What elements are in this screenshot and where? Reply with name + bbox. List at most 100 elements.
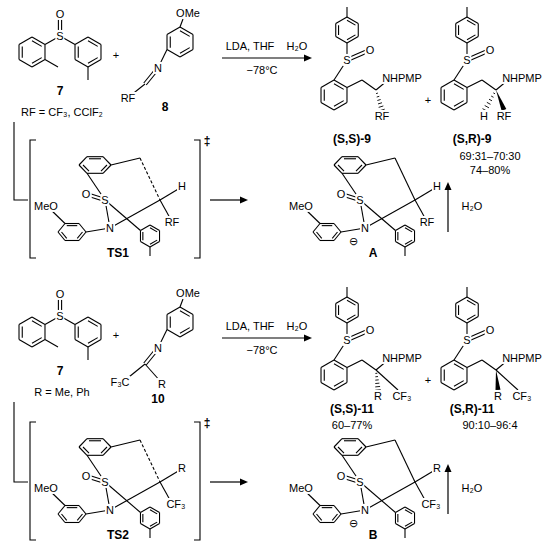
hashed-bond	[376, 93, 378, 95]
ring-bond	[454, 103, 467, 111]
compound-number: TS1	[106, 247, 130, 260]
ring-double-bond	[101, 165, 107, 171]
atom-label: O	[365, 44, 376, 56]
atom-label: ⊖	[348, 235, 359, 247]
ring-bond	[478, 304, 479, 317]
ring-bond	[347, 297, 358, 304]
atom-label: RF	[120, 92, 137, 104]
atom-label: MeO	[33, 200, 59, 212]
ring-bond	[320, 368, 321, 383]
atom-label: −78°C	[245, 64, 278, 76]
ring-double-bond	[88, 338, 98, 344]
reaction-arrow	[210, 199, 242, 200]
atom-label: CF₃	[165, 498, 186, 510]
hashed-bond	[377, 99, 380, 101]
atom-label: ⊖	[348, 517, 359, 529]
ring-bond	[441, 360, 454, 368]
ring-double-bond	[454, 381, 464, 387]
ring-double-bond	[344, 158, 356, 159]
ring-bond	[441, 383, 454, 391]
ring-bond	[342, 455, 358, 456]
reaction-arrow	[222, 57, 306, 58]
ring-double-bond	[334, 364, 344, 370]
ring-bond	[342, 438, 358, 439]
atom-label: S	[355, 194, 364, 206]
ring-bond	[180, 50, 193, 58]
ring-double-bond	[32, 321, 42, 327]
ring-bond	[32, 340, 45, 348]
ring-bond	[88, 317, 101, 325]
hashed-bond	[485, 105, 489, 107]
ring-bond	[358, 304, 359, 317]
ring-double-bond	[405, 240, 412, 244]
bond-line	[180, 299, 183, 307]
compound-number: ‡	[203, 417, 212, 430]
ring-bond	[467, 297, 478, 304]
hashed-bond	[491, 96, 493, 97]
atom-label: O	[55, 8, 66, 20]
bond-line	[111, 440, 140, 447]
ring-bond	[103, 439, 111, 447]
bond-line	[362, 360, 376, 370]
arrow-head	[445, 464, 452, 472]
bond-line	[366, 440, 395, 447]
ring-double-bond	[88, 41, 98, 47]
hashed-bond	[375, 386, 380, 387]
ring-bond	[32, 317, 45, 325]
atom-label: S	[462, 54, 471, 66]
ring-double-bond	[88, 321, 98, 327]
atom-label: O	[81, 470, 92, 482]
compound-number: 7	[56, 85, 65, 98]
ring-bond	[159, 231, 160, 242]
ring-double-bond	[180, 31, 190, 37]
ring-bond	[180, 330, 193, 338]
ring-bond	[395, 507, 405, 513]
atom-label: F₃C	[109, 376, 130, 388]
ring-bond	[455, 304, 456, 317]
hashed-bond	[377, 96, 380, 98]
ring-double-bond	[467, 300, 475, 305]
bond-line	[496, 370, 518, 390]
ring-bond	[334, 103, 347, 111]
bond-line	[404, 247, 405, 256]
ring-bond	[358, 439, 366, 447]
ring-double-bond	[170, 36, 171, 47]
ring-double-bond	[467, 35, 475, 40]
ring-bond	[19, 60, 32, 68]
ring-double-bond	[62, 514, 67, 520]
bond-line	[482, 80, 496, 90]
atom-label: RF	[496, 110, 513, 122]
ring-bond	[320, 88, 321, 103]
atom-label: R	[373, 390, 383, 402]
ring-bond	[455, 24, 456, 37]
ring-double-bond	[397, 232, 398, 240]
ring-bond	[405, 524, 415, 530]
ring-double-bond	[347, 20, 355, 25]
ring-bond	[65, 505, 79, 506]
atom-label: N	[105, 222, 115, 234]
bond-line	[45, 340, 58, 348]
ring-double-bond	[458, 25, 459, 35]
bond-line	[366, 158, 395, 165]
ring-bond	[100, 45, 101, 60]
ring-bond	[58, 232, 65, 240]
ring-double-bond	[444, 369, 445, 380]
bracket	[194, 422, 200, 540]
bond-line	[395, 158, 415, 200]
ring-bond	[150, 524, 160, 530]
ring-double-bond	[32, 338, 42, 344]
ring-double-bond	[334, 101, 344, 107]
atom-label: N	[360, 504, 370, 516]
ring-bond	[335, 24, 336, 37]
ring-double-bond	[77, 514, 82, 520]
ring-bond	[65, 240, 79, 241]
ring-bond	[336, 297, 347, 304]
ring-double-bond	[322, 507, 333, 508]
ring-bond	[456, 297, 467, 304]
ring-double-bond	[397, 514, 398, 522]
reaction-arrow	[447, 188, 448, 232]
ring-double-bond	[62, 232, 67, 238]
atom-label: O	[485, 44, 496, 56]
atom-label: S	[55, 30, 64, 42]
ring-bond	[75, 60, 88, 68]
